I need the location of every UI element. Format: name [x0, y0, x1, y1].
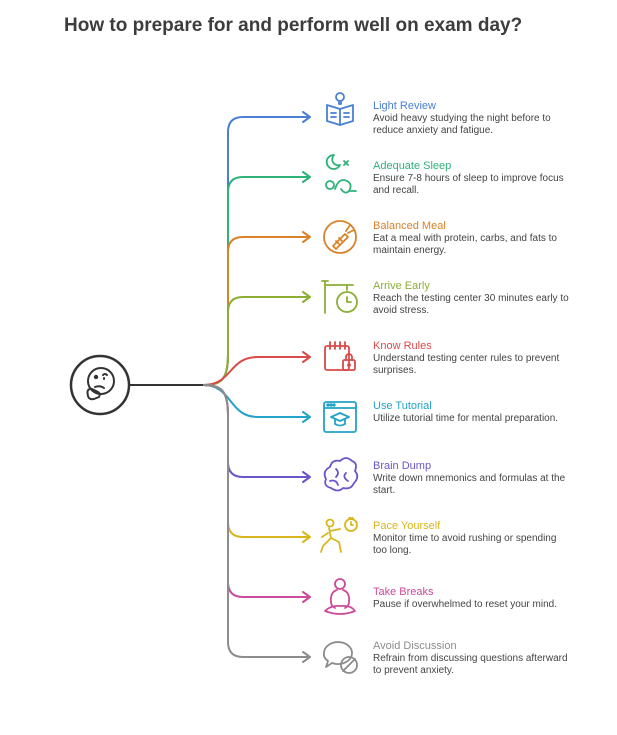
no-chat-icon	[323, 641, 358, 674]
branch-line	[202, 384, 310, 538]
item-description: Refrain from discussing questions afterw…	[373, 653, 568, 676]
arrow-head	[302, 471, 311, 483]
running-stopwatch-icon	[320, 517, 358, 553]
thinking-face-icon	[86, 367, 115, 401]
item-title: Take Breaks	[373, 586, 434, 598]
arrow-head	[302, 591, 311, 603]
branch-line	[202, 296, 310, 386]
arrow-head	[302, 171, 311, 183]
book-lightbulb-icon	[326, 92, 354, 126]
branch-line	[202, 384, 310, 418]
item-description: Understand testing center rules to preve…	[373, 353, 560, 376]
item-title: Avoid Discussion	[373, 640, 457, 652]
item-title: Balanced Meal	[373, 220, 446, 232]
arrow-head	[302, 351, 311, 363]
item-title: Brain Dump	[373, 460, 432, 472]
branch-line	[202, 384, 310, 658]
sleep-moon-icon	[325, 154, 357, 194]
item-description: Avoid heavy studying the night before to…	[373, 113, 551, 136]
item-description: Reach the testing center 30 minutes earl…	[373, 293, 569, 316]
arrow-head	[302, 651, 311, 663]
branches	[130, 111, 311, 663]
page-title: How to prepare for and perform well on e…	[64, 15, 523, 36]
item-title: Adequate Sleep	[373, 160, 452, 172]
timer-sign-icon	[321, 280, 358, 314]
branch-line	[202, 356, 310, 386]
arrow-head	[302, 111, 311, 123]
item-description: Pause if overwhelmed to reset your mind.	[373, 599, 557, 610]
center-node	[69, 354, 131, 416]
item-title: Arrive Early	[373, 280, 430, 292]
browser-graduation-cap-icon	[323, 401, 357, 433]
item-title: Light Review	[373, 100, 436, 112]
branch-line	[202, 236, 310, 386]
calendar-lock-icon	[324, 341, 356, 371]
brain-icon	[323, 457, 359, 492]
item-description: Eat a meal with protein, carbs, and fats…	[373, 233, 557, 256]
item-title: Know Rules	[373, 340, 432, 352]
icons	[320, 92, 359, 674]
item-title: Pace Yourself	[373, 520, 441, 532]
arrow-head	[302, 531, 311, 543]
arrow-head	[302, 231, 311, 243]
carrot-plate-icon	[323, 220, 357, 254]
item-description: Utilize tutorial time for mental prepara…	[373, 413, 559, 424]
arrow-head	[302, 291, 311, 303]
arrow-head	[302, 411, 311, 423]
meditation-icon	[324, 578, 356, 615]
item-title: Use Tutorial	[373, 400, 432, 412]
branch-line	[202, 176, 310, 386]
item-description: Monitor time to avoid rushing or spendin…	[373, 533, 557, 556]
item-description: Write down mnemonics and formulas at the…	[373, 473, 566, 496]
item-description: Ensure 7-8 hours of sleep to improve foc…	[373, 173, 564, 196]
branch-line	[202, 384, 310, 478]
branch-line	[202, 116, 310, 386]
